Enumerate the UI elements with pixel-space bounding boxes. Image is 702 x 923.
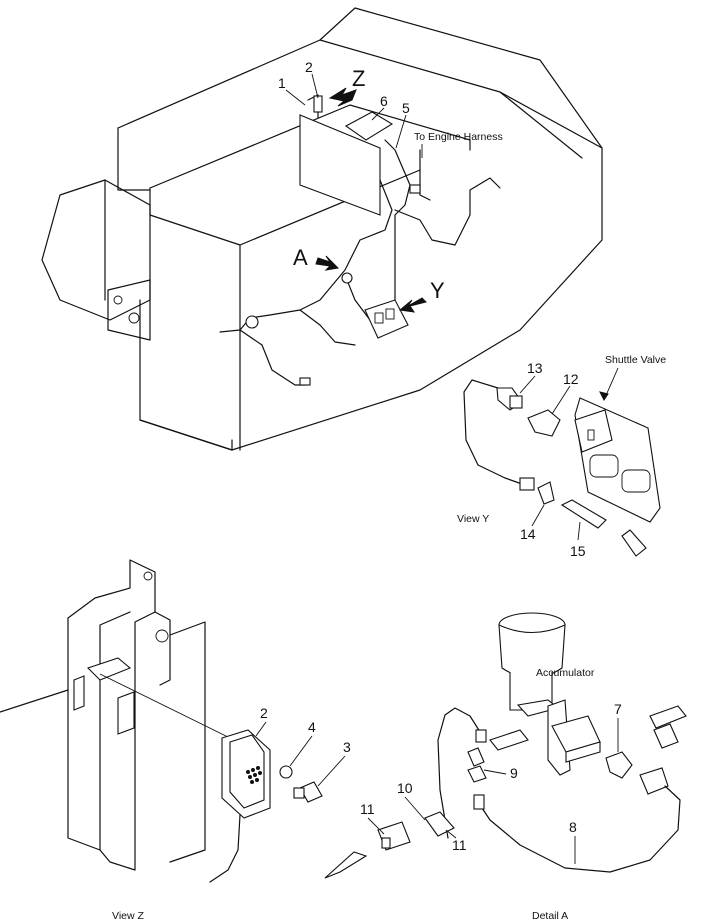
view-marker-a: A [293, 245, 340, 271]
detail-a-group: Accumulator 7 9 8 10 11 11 Detail A [324, 612, 687, 922]
grille-dots [246, 766, 262, 784]
bracket-plate-main [299, 94, 394, 216]
svg-text:3: 3 [343, 739, 351, 755]
svg-text:2: 2 [260, 705, 268, 721]
svg-text:Accumulator: Accumulator [536, 667, 595, 679]
view-marker-y: Y [398, 278, 445, 313]
shuttle-valve-main [364, 299, 409, 339]
svg-text:View Z: View Z [112, 910, 144, 922]
svg-text:4: 4 [308, 719, 316, 735]
main-view-callouts: 1 2 6 5 To Engine Harness [278, 59, 503, 158]
svg-text:13: 13 [527, 360, 543, 376]
view-marker-z: Z [328, 66, 365, 107]
svg-text:Detail A: Detail A [532, 910, 568, 922]
svg-text:7: 7 [614, 701, 622, 717]
svg-text:14: 14 [520, 526, 536, 542]
svg-text:5: 5 [402, 100, 410, 116]
machine-body [41, 7, 603, 451]
svg-text:11: 11 [452, 837, 467, 853]
svg-text:15: 15 [570, 543, 586, 559]
svg-text:12: 12 [563, 371, 579, 387]
svg-text:6: 6 [380, 93, 388, 109]
svg-text:To Engine Harness: To Engine Harness [414, 131, 503, 143]
svg-text:Y: Y [430, 278, 445, 303]
svg-text:8: 8 [569, 819, 577, 835]
svg-text:10: 10 [397, 780, 413, 796]
svg-text:11: 11 [360, 801, 375, 817]
view-z-group: 2 4 3 View Z [0, 559, 351, 922]
view-y-group: 13 12 Shuttle Valve 14 15 View Y [457, 354, 666, 559]
wiring-harness-main [219, 139, 501, 386]
svg-text:1: 1 [278, 75, 286, 91]
svg-text:9: 9 [510, 765, 518, 781]
svg-text:View Y: View Y [457, 513, 489, 525]
svg-text:A: A [293, 245, 308, 270]
svg-text:Z: Z [352, 66, 365, 91]
svg-text:2: 2 [305, 59, 313, 75]
svg-text:Shuttle Valve: Shuttle Valve [605, 354, 666, 366]
